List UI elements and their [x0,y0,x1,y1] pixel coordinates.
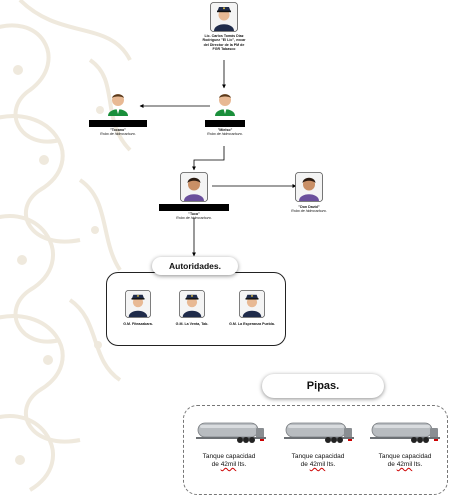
dark-haired-man-icon [180,172,208,202]
node-don-david: "Don David" Robo de hidrocarburo. [284,172,334,214]
authority-label: G.M. Fiteazabara. [123,322,153,326]
tank-capacity-value: 42mil [220,461,237,468]
don-david-role: Robo de hidrocarburo. [291,209,327,214]
authorities-title: Autoridades. [152,257,238,275]
tank-capacity-prefix: de [387,461,397,468]
tank-capacity-suffix: lts. [412,461,423,468]
authority-item: G.M. La Esperanza Puebla. [220,290,284,326]
tocano-alias: "Tocano" [110,128,126,132]
node-top-officer: Lic. Carlos Tomás Díaz Rodríguez "El Lic… [194,2,254,52]
tuca-alias: "Tuca" [188,212,200,216]
authority-label: G.M. La Esperanza Puebla. [229,322,275,326]
authority-item: G.M. Fiteazabara. [112,290,164,326]
node-mielso: "Mielso" Robo de hidrocarburo. [200,90,250,137]
top-officer-label-2: Rodríguez "El Lic", excar [202,38,246,43]
tanker-truck-icon [370,422,440,443]
police-officer-icon [125,290,151,318]
tank-capacity-line1: Tanque capacidad [291,453,345,460]
tank-capacity-suffix: lts. [325,461,336,468]
authority-item: G.M. La Venta, Tab. [162,290,222,326]
redaction-bar [205,120,245,127]
tanker-truck-icon [284,422,354,443]
redaction-bar [159,204,229,211]
police-officer-icon [210,2,238,32]
top-officer-label-3: del Director de la PM de [203,42,245,47]
pipas-box [183,405,448,495]
don-david-alias: "Don David" [298,205,320,209]
pipas-title: Pipas. [262,374,384,398]
top-officer-label-4: FGR Tabasco [212,47,236,52]
tuca-role: Robo de hidrocarburo. [176,216,212,221]
dark-haired-man-icon [295,172,323,202]
tank-capacity-value: 42mil [309,461,326,468]
top-officer-label-1: Lic. Carlos Tomás Díaz [204,34,244,38]
tocano-role: Robo de hidrocarburo. [100,132,136,137]
mielso-alias: "Mielso" [217,128,233,132]
tank-capacity-suffix: lts. [236,461,247,468]
arrow-mielso-to-tuca [192,146,225,171]
tank-capacity-prefix: de [211,461,221,468]
pipas-title-text: Pipas. [306,380,340,392]
redaction-bar [89,120,147,127]
man-icon [215,94,235,116]
tank-capacity-line1: Tanque capacidad [202,453,256,460]
node-tocano: "Tocano" Robo de hidrocarburo. [88,90,148,137]
node-tuca: "Tuca" Robo de hidrocarburo. [158,172,230,221]
police-officer-icon [239,290,265,318]
tank-capacity-line1: Tanque capacidad [378,453,432,460]
mielso-role: Robo de hidrocarburo. [207,132,243,137]
tanker-truck-icon [196,422,266,443]
authorities-title-text: Autoridades. [169,261,221,271]
police-officer-icon [179,290,205,318]
tank-capacity-prefix: de [300,461,310,468]
tank-capacity-value: 42mil [396,461,413,468]
man-icon [108,94,128,116]
authority-label: G.M. La Venta, Tab. [175,322,209,326]
